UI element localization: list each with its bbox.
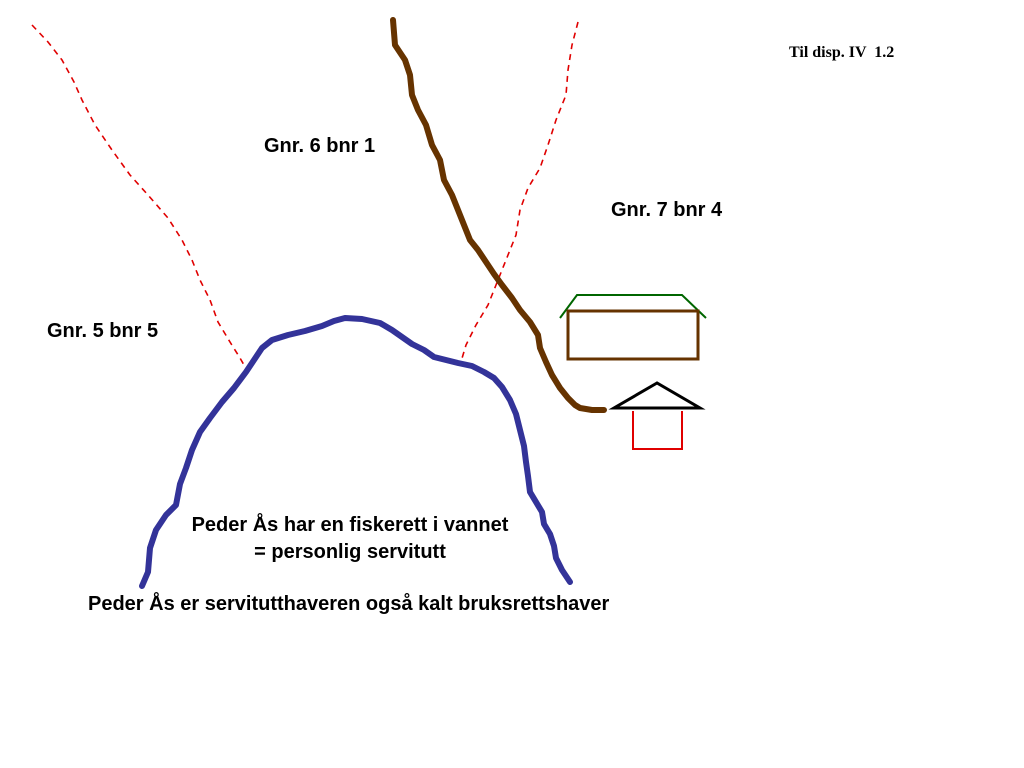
boundary-west <box>31 24 249 373</box>
house-icon <box>608 381 706 450</box>
parcel-label-north: Gnr. 6 bnr 1 <box>264 135 376 157</box>
lake-caption: Peder Ås har en fiskerett i vannet = per… <box>160 512 540 566</box>
boundary-east <box>459 21 579 366</box>
lake-caption-line2: = personlig servitutt <box>254 541 446 563</box>
lake-caption-line1: Peder Ås har en fiskerett i vannet <box>191 514 509 536</box>
parcel-label-west: Gnr. 5 bnr 5 <box>47 320 159 342</box>
barn-icon <box>559 294 707 361</box>
slide-reference: Til disp. IV 1.2 <box>789 44 895 61</box>
bottom-caption: Peder Ås er servitutthaveren også kalt b… <box>88 593 610 615</box>
river <box>390 17 607 413</box>
parcel-label-east: Gnr. 7 bnr 4 <box>611 199 723 221</box>
lake-shoreline <box>139 315 573 589</box>
